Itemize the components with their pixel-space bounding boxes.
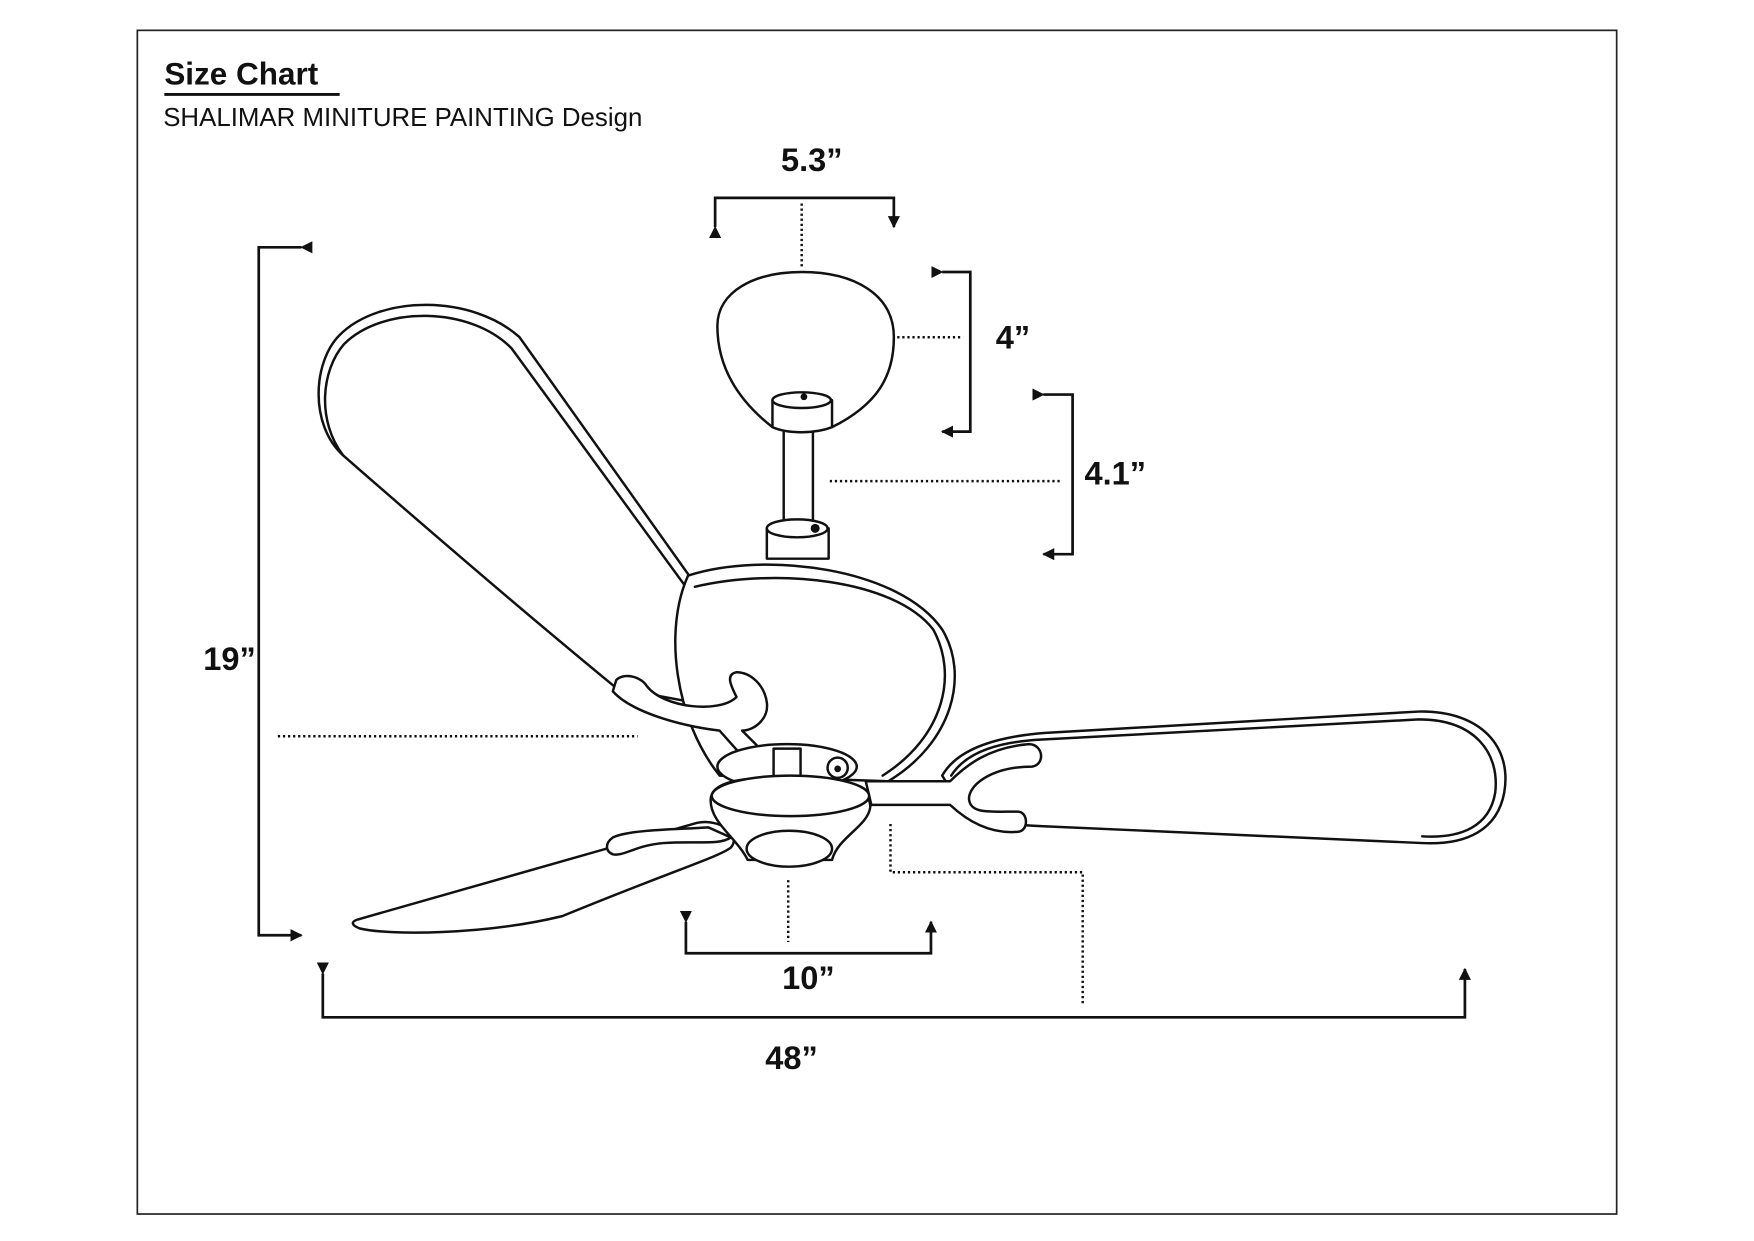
dimension-canopy-height: 4” — [897, 265, 1030, 438]
sweep-label: 48” — [765, 1039, 818, 1076]
total-height-label: 19” — [203, 640, 256, 677]
dimension-canopy-width: 5.3” — [709, 141, 900, 268]
dimension-downrod-length: 4.1” — [829, 388, 1147, 561]
downrod-length-label: 4.1” — [1085, 454, 1147, 491]
hub-width-label: 10” — [782, 959, 835, 996]
dimension-hub-width: 10” — [679, 880, 938, 996]
chart-title: Size Chart — [164, 56, 318, 91]
blade-bracket-right — [864, 742, 1043, 834]
design-name: SHALIMAR MINITURE PAINTING Design — [163, 104, 642, 132]
ceiling-fan-illustration — [317, 270, 1507, 934]
blade-bracket-upper — [611, 670, 783, 783]
dimension-sweep: 48” — [316, 823, 1471, 1076]
dimension-total-height: 19” — [203, 241, 638, 942]
canopy-width-label: 5.3” — [781, 141, 843, 178]
frame-border — [136, 29, 1618, 1215]
bottom-cap — [745, 829, 834, 868]
canopy-height-label: 4” — [996, 318, 1030, 355]
blade-bracket-lower — [605, 826, 733, 856]
